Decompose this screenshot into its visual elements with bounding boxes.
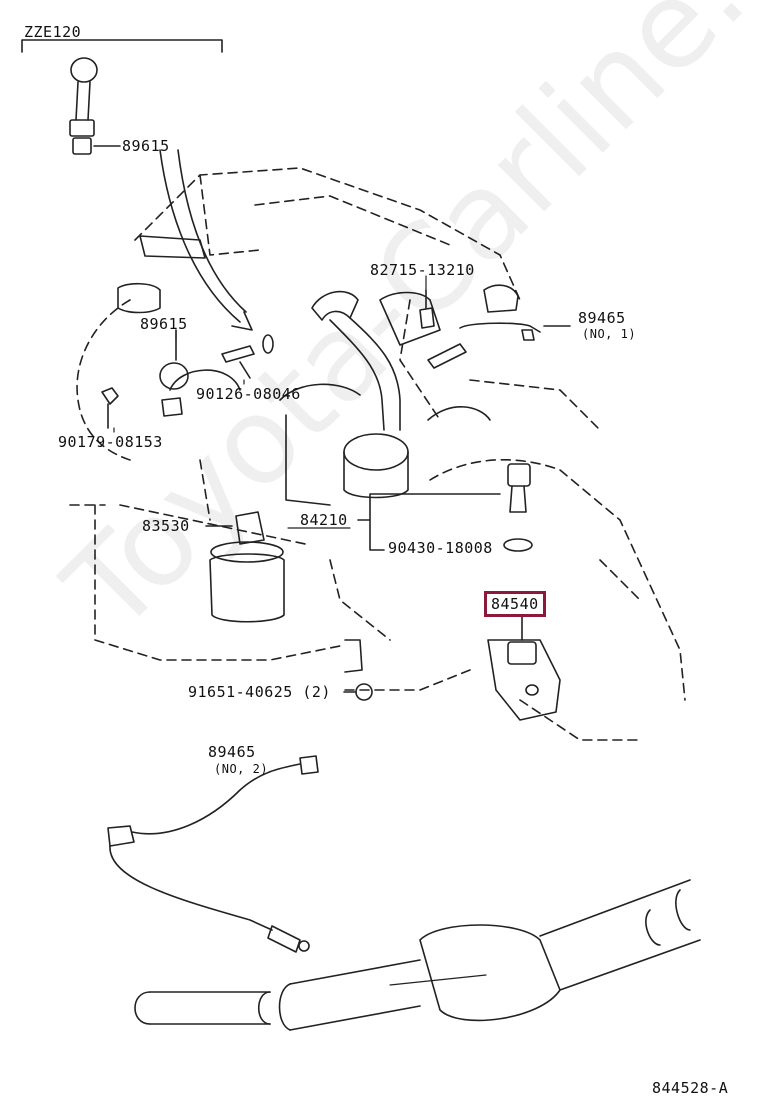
part-label-84210[interactable]: 84210 — [300, 511, 348, 529]
part-note-89465-no1: (NO, 1) — [582, 327, 637, 341]
bolt-90179 — [101, 387, 119, 429]
part-label-89615-top[interactable]: 89615 — [122, 137, 170, 155]
pointer-arrow — [159, 149, 241, 323]
part-label-83530[interactable]: 83530 — [142, 517, 190, 535]
model-bracket — [21, 39, 223, 53]
exhaust-pipe — [134, 879, 701, 1031]
part-label-91651[interactable]: 91651-40625 (2) — [188, 683, 331, 701]
part-label-90126[interactable]: 90126-08046 — [196, 385, 301, 403]
sensor-84210 — [357, 463, 533, 552]
part-label-90179[interactable]: 90179-08153 — [58, 433, 163, 451]
model-code: ZZE120 — [24, 23, 82, 41]
knock-sensor-mid — [159, 329, 189, 417]
part-note-89465-no2: (NO, 2) — [214, 762, 269, 776]
part-label-89465-no1[interactable]: 89465 — [578, 309, 626, 327]
part-label-89465-no2[interactable]: 89465 — [208, 743, 256, 761]
bolt-91651 — [343, 683, 373, 701]
oxygen-sensor-no1 — [427, 322, 571, 369]
engine-outline — [69, 167, 686, 741]
oil-pressure-switch-83530 — [205, 511, 265, 545]
oxygen-sensor-no2 — [107, 755, 319, 953]
knock-sensor-top — [69, 57, 121, 155]
engine-parts — [117, 235, 519, 673]
part-label-90430[interactable]: 90430-18008 — [388, 539, 493, 557]
neutral-switch-84540 — [487, 615, 561, 721]
part-label-89615-mid[interactable]: 89615 — [140, 315, 188, 333]
diagram-id: 844528-A — [652, 1079, 729, 1097]
sensor-82715 — [419, 289, 435, 329]
stud-bolt-90126 — [221, 334, 274, 379]
leader-lines — [113, 275, 487, 986]
part-label-84540-highlighted[interactable]: 84540 — [484, 591, 546, 617]
part-label-82715[interactable]: 82715-13210 — [370, 261, 475, 279]
